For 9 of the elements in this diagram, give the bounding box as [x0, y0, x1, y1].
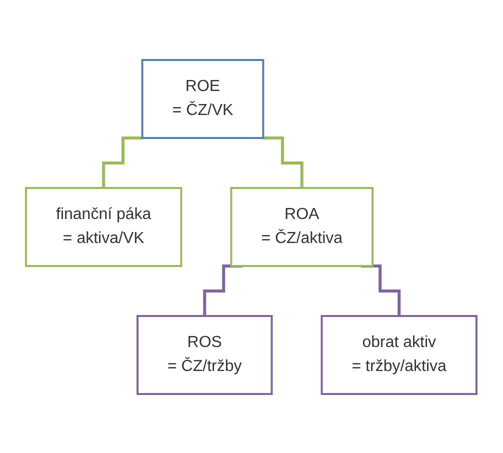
connector	[102, 136, 143, 189]
connector	[361, 264, 401, 317]
node-box: finanční páka = aktiva/VK	[25, 186, 182, 266]
node-box: ROA = ČZ/aktiva	[230, 186, 374, 266]
node-box: ROS = ČZ/tržby	[136, 314, 274, 394]
node-box: obrat aktiv = tržby/aktiva	[321, 314, 478, 394]
connector	[203, 264, 243, 317]
connector	[263, 136, 304, 189]
node-box: ROE = ČZ/VK	[142, 58, 264, 138]
